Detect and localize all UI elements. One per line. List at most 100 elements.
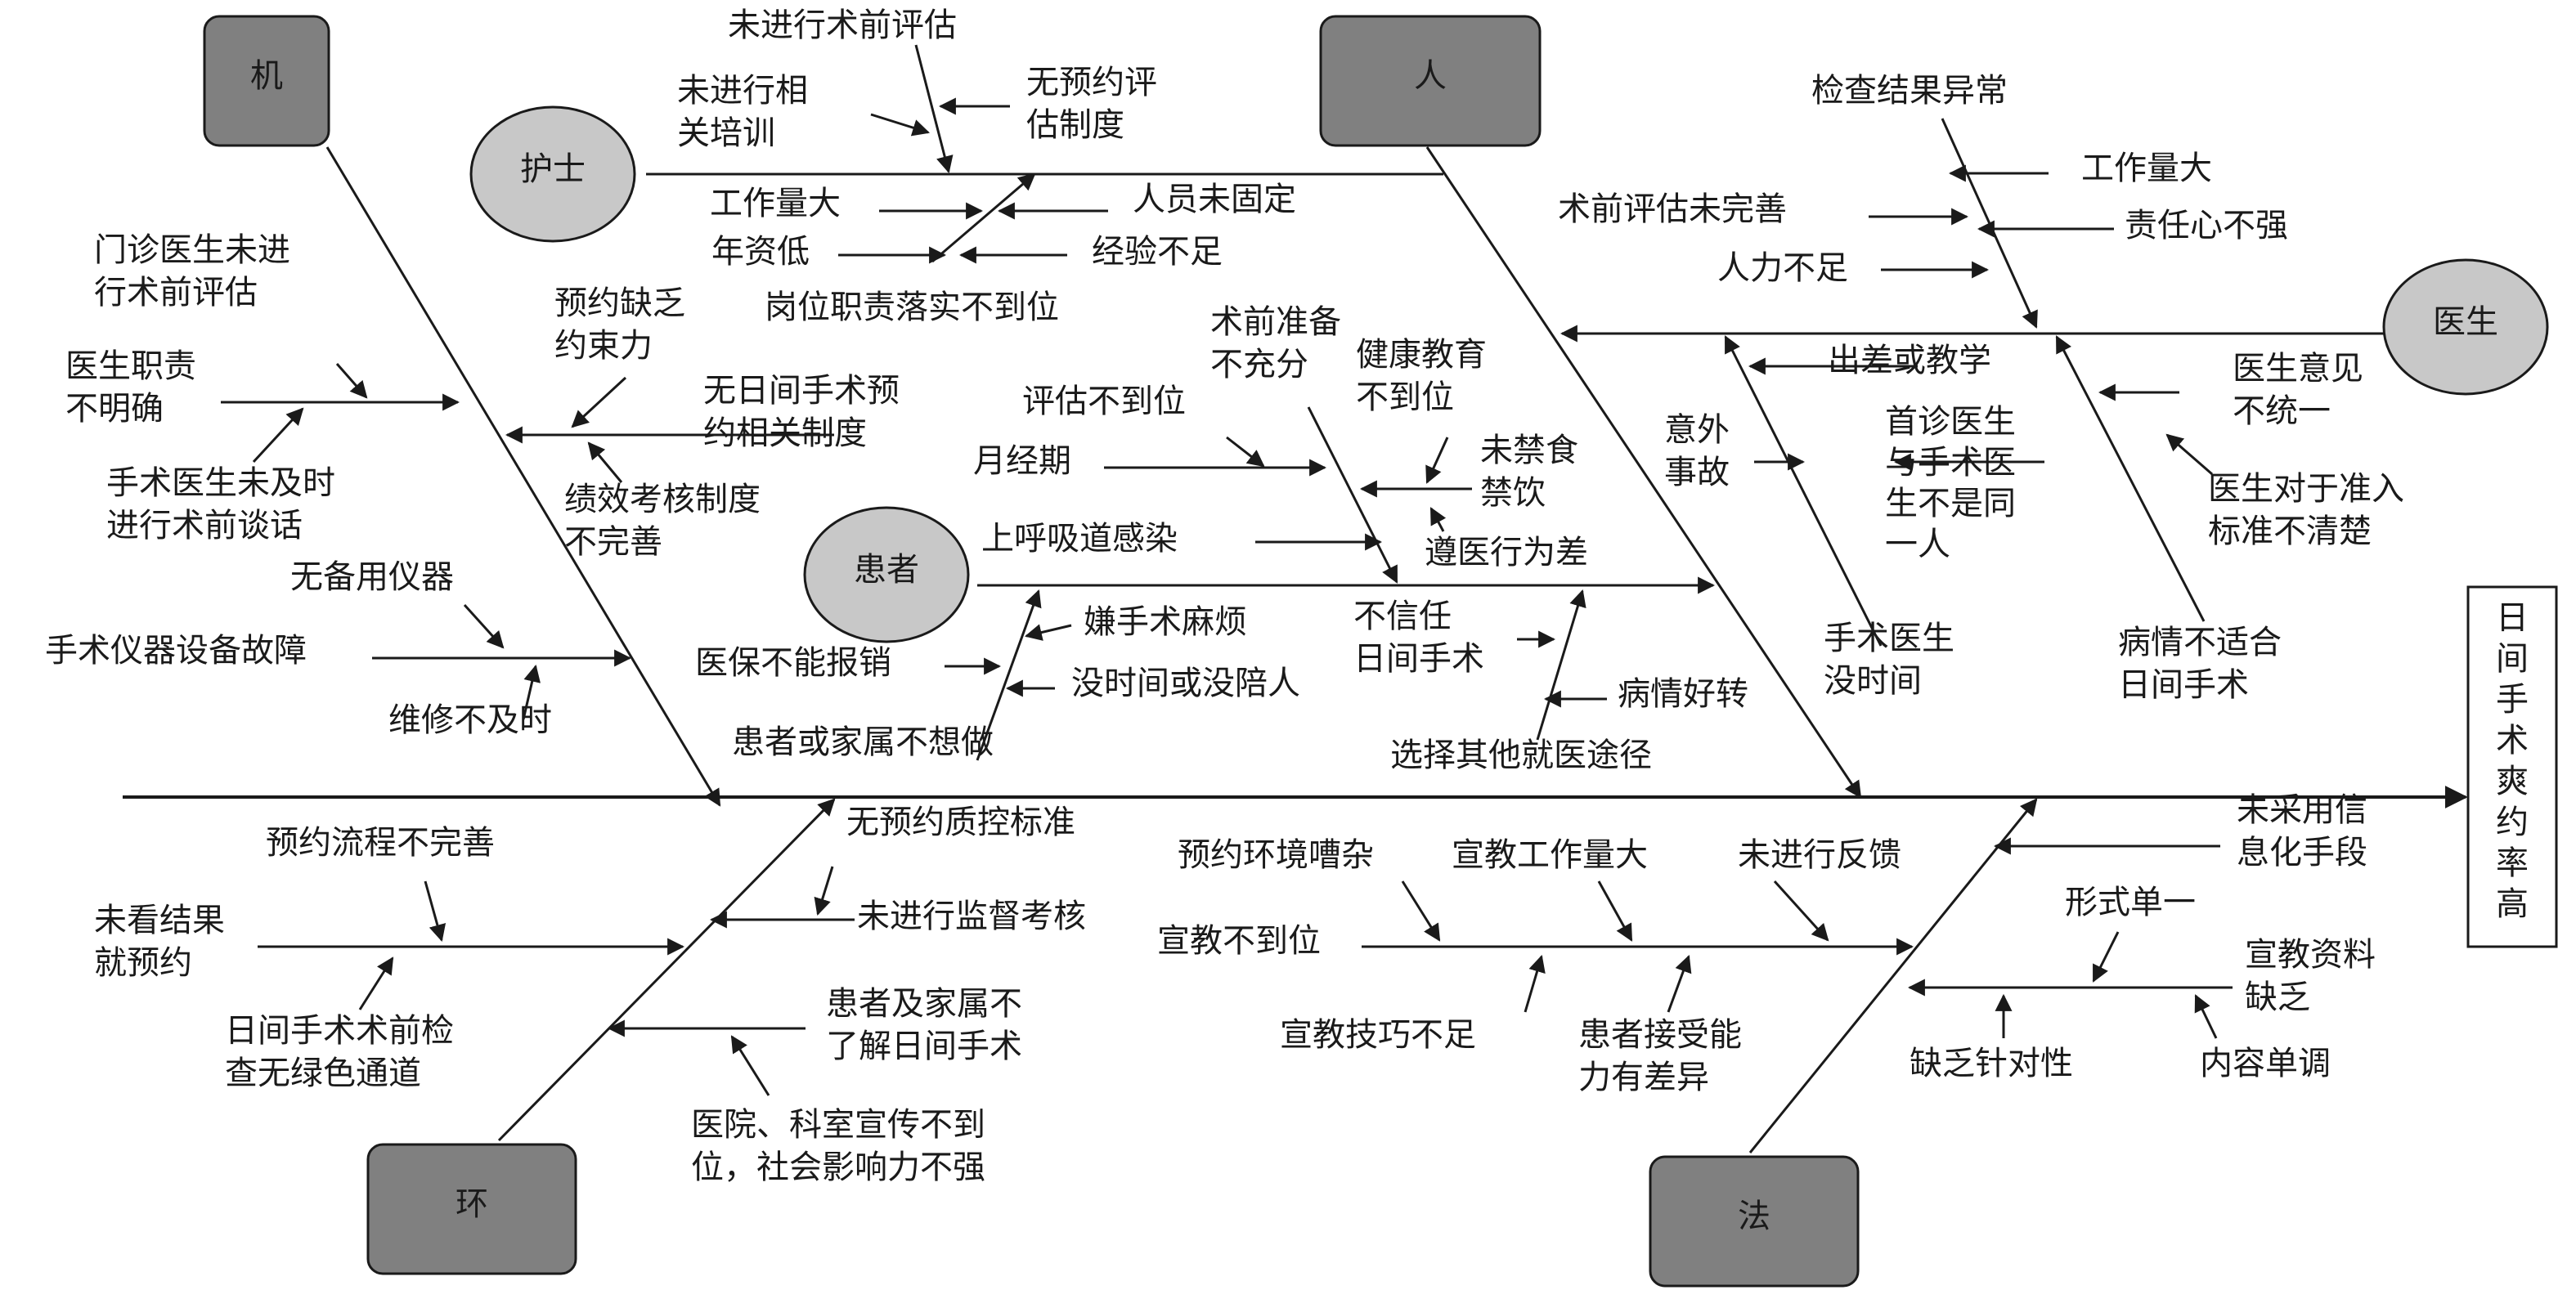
- cause-n-inexperienced: 经验不足: [1092, 233, 1223, 271]
- cause-f-edu-workload: 宣教工作量大: [1452, 836, 1648, 874]
- arrow-perf-not-perfect: [587, 441, 623, 483]
- cause-m-outpatient-no-eval: 门诊医生未进行术前评估: [94, 231, 290, 311]
- category-doctor-ellipse: [2382, 258, 2549, 396]
- cause-e-booking-no-results: 未看结果就预约: [94, 902, 225, 982]
- category-people-label: 人: [1414, 57, 1447, 95]
- cause-p-improved: 病情好转: [1618, 675, 1748, 713]
- arrow-f-single-form: [2092, 931, 2120, 983]
- arrow-f-acceptance-differs: [1667, 955, 1692, 1013]
- cause-n-no-training: 未进行相关培训: [677, 72, 808, 152]
- cause-f-noisy-env: 预约环境嘈杂: [1178, 836, 1374, 874]
- arrow-f-edu-workload: [1597, 880, 1633, 942]
- cause-p-no-fasting: 未禁食禁饮: [1480, 432, 1578, 512]
- cause-f-no-it-means: 未采用信息化手段: [2237, 791, 2367, 871]
- cause-p-menstruation: 月经期: [973, 442, 1071, 480]
- cause-p-poor-compliance: 遵医行为差: [1425, 534, 1588, 571]
- cause-m-device-failure: 手术仪器设备故障: [45, 632, 307, 670]
- sub-doctor-eval: [1941, 118, 2038, 329]
- arrow-outpatient-no-eval: [335, 363, 368, 399]
- cause-e-family-unaware: 患者及家属不了解日间手术: [826, 985, 1022, 1065]
- arrow-p-health-edu: [1425, 437, 1449, 484]
- cause-n-heavy-workload: 工作量大: [710, 185, 841, 222]
- arrow-f-noisy-env: [1401, 880, 1441, 942]
- sub-patient-other-path: [1536, 589, 1586, 741]
- cause-e-process-incomplete: 预约流程不完善: [266, 824, 495, 862]
- arrow-f-no-feedback: [1773, 880, 1829, 942]
- arrow-p-no-fasting-2: [1429, 507, 1447, 532]
- cause-p-distrust: 不信任日间手术: [1353, 598, 1484, 678]
- category-environment-label: 环: [456, 1185, 488, 1223]
- arrow-no-spare-device: [463, 603, 505, 649]
- cause-e-no-qc-standard: 无预约质控标准: [846, 804, 1075, 841]
- cause-p-unwilling: 患者或家属不想做: [732, 723, 994, 761]
- cause-d-heavy-workload: 工作量大: [2081, 150, 2212, 187]
- sub-doctor-criteria: [2055, 335, 2206, 622]
- sub-doctor-surgeon: [1724, 335, 1883, 647]
- cause-d-not-suitable: 病情不适合日间手术: [2118, 624, 2282, 704]
- cause-d-abnormal-results: 检查结果异常: [1811, 72, 2008, 110]
- cause-n-no-appt-system: 无预约评估制度: [1026, 64, 1157, 144]
- cause-p-prep-insufficient: 术前准备不充分: [1210, 303, 1341, 383]
- cause-f-monotonous: 内容单调: [2200, 1045, 2331, 1082]
- cause-e-publicity-weak: 医院、科室宣传不到位，社会影响力不强: [691, 1106, 985, 1186]
- cause-d-business-trip: 出差或教学: [1828, 342, 1991, 379]
- cause-f-edu-insufficient: 宣教不到位: [1157, 922, 1321, 960]
- arrow-e-publicity-weak: [730, 1035, 770, 1096]
- cause-d-criteria-unclear: 医生对于准入标准不清楚: [2208, 470, 2404, 550]
- cause-p-uri: 上呼吸道感染: [981, 520, 1178, 558]
- category-doctor-label: 医生: [2433, 303, 2498, 341]
- cause-d-first-vs-surgeon: 首诊医生与手术医生不是同一人: [1885, 403, 2016, 563]
- sub-patient-compliance: [1307, 406, 1398, 584]
- category-nurse-label: 护士: [520, 150, 586, 188]
- arrow-e-no-qc-standard: [814, 866, 834, 916]
- category-shapes: [203, 15, 2558, 1288]
- cause-m-doctor-duty-unclear: 医生职责不明确: [65, 347, 196, 428]
- cause-d-understaffed: 人力不足: [1717, 249, 1848, 287]
- cause-m-no-spare-device: 无备用仪器: [290, 558, 454, 596]
- cause-d-opinions-differ: 医生意见不统一: [2233, 350, 2363, 430]
- cause-p-no-time: 没时间或没陪人: [1071, 665, 1300, 702]
- cause-f-acceptance-differs: 患者接受能力有差异: [1578, 1016, 1742, 1096]
- arrow-repair-delay: [522, 664, 541, 720]
- cause-n-staff-not-fixed: 人员未固定: [1133, 181, 1296, 218]
- cause-f-materials-lacking: 宣教资料缺乏: [2245, 936, 2376, 1016]
- category-machine-box: [203, 15, 330, 147]
- cause-m-no-daysurgery-system: 无日间手术预约相关制度: [703, 372, 900, 452]
- cause-p-eval-insufficient: 评估不到位: [1022, 383, 1186, 420]
- category-machine-label: 机: [250, 57, 283, 95]
- cause-m-repair-delay: 维修不及时: [388, 701, 552, 739]
- cause-d-accident: 意外事故: [1664, 411, 1730, 491]
- arrow-no-timely-talk: [252, 407, 304, 464]
- cause-n-no-preop-eval: 未进行术前评估: [728, 7, 957, 44]
- arrow-f-skills-lacking: [1524, 954, 1546, 1013]
- cause-f-single-form: 形式单一: [2065, 884, 2196, 921]
- sub-nurse-duty: [931, 172, 1036, 263]
- bone-machine: [325, 146, 721, 807]
- category-method-label: 法: [1738, 1198, 1770, 1235]
- category-people-box: [1319, 15, 1542, 147]
- cause-f-skills-lacking: 宣教技巧不足: [1280, 1016, 1476, 1054]
- cause-d-preop-incomplete: 术前评估未完善: [1558, 190, 1787, 228]
- category-method-box: [1649, 1155, 1860, 1288]
- sub-patient-unwilling: [976, 589, 1042, 761]
- cause-p-insurance: 医保不能报销: [695, 644, 891, 682]
- cause-m-perf-not-perfect: 绩效考核制度不完善: [564, 481, 761, 561]
- cause-m-lack-constraint: 预约缺乏约束力: [554, 284, 685, 365]
- cause-f-not-targeted: 缺乏针对性: [1910, 1045, 2073, 1082]
- category-nurse-ellipse: [469, 105, 636, 243]
- bone-environment: [497, 798, 836, 1142]
- category-patient-ellipse: [803, 506, 970, 643]
- effect-box: [2466, 585, 2558, 948]
- cause-p-troublesome: 嫌手术麻烦: [1084, 603, 1247, 641]
- effect-label: 日间手术爽约率高: [2496, 599, 2529, 923]
- cause-n-duty-not-implemented: 岗位职责落实不到位: [765, 289, 1059, 326]
- diagram-lines: [123, 44, 2468, 1153]
- category-environment-box: [366, 1143, 577, 1275]
- sub-nurse-eval: [914, 44, 954, 174]
- cause-d-surgeon-no-time: 手术医生没时间: [1824, 620, 1954, 700]
- arrow-no-training: [870, 113, 931, 137]
- cause-f-no-feedback: 未进行反馈: [1738, 836, 1901, 874]
- arrow-d-criteria-unclear: [2165, 433, 2213, 476]
- arrow-f-monotonous: [2194, 994, 2218, 1039]
